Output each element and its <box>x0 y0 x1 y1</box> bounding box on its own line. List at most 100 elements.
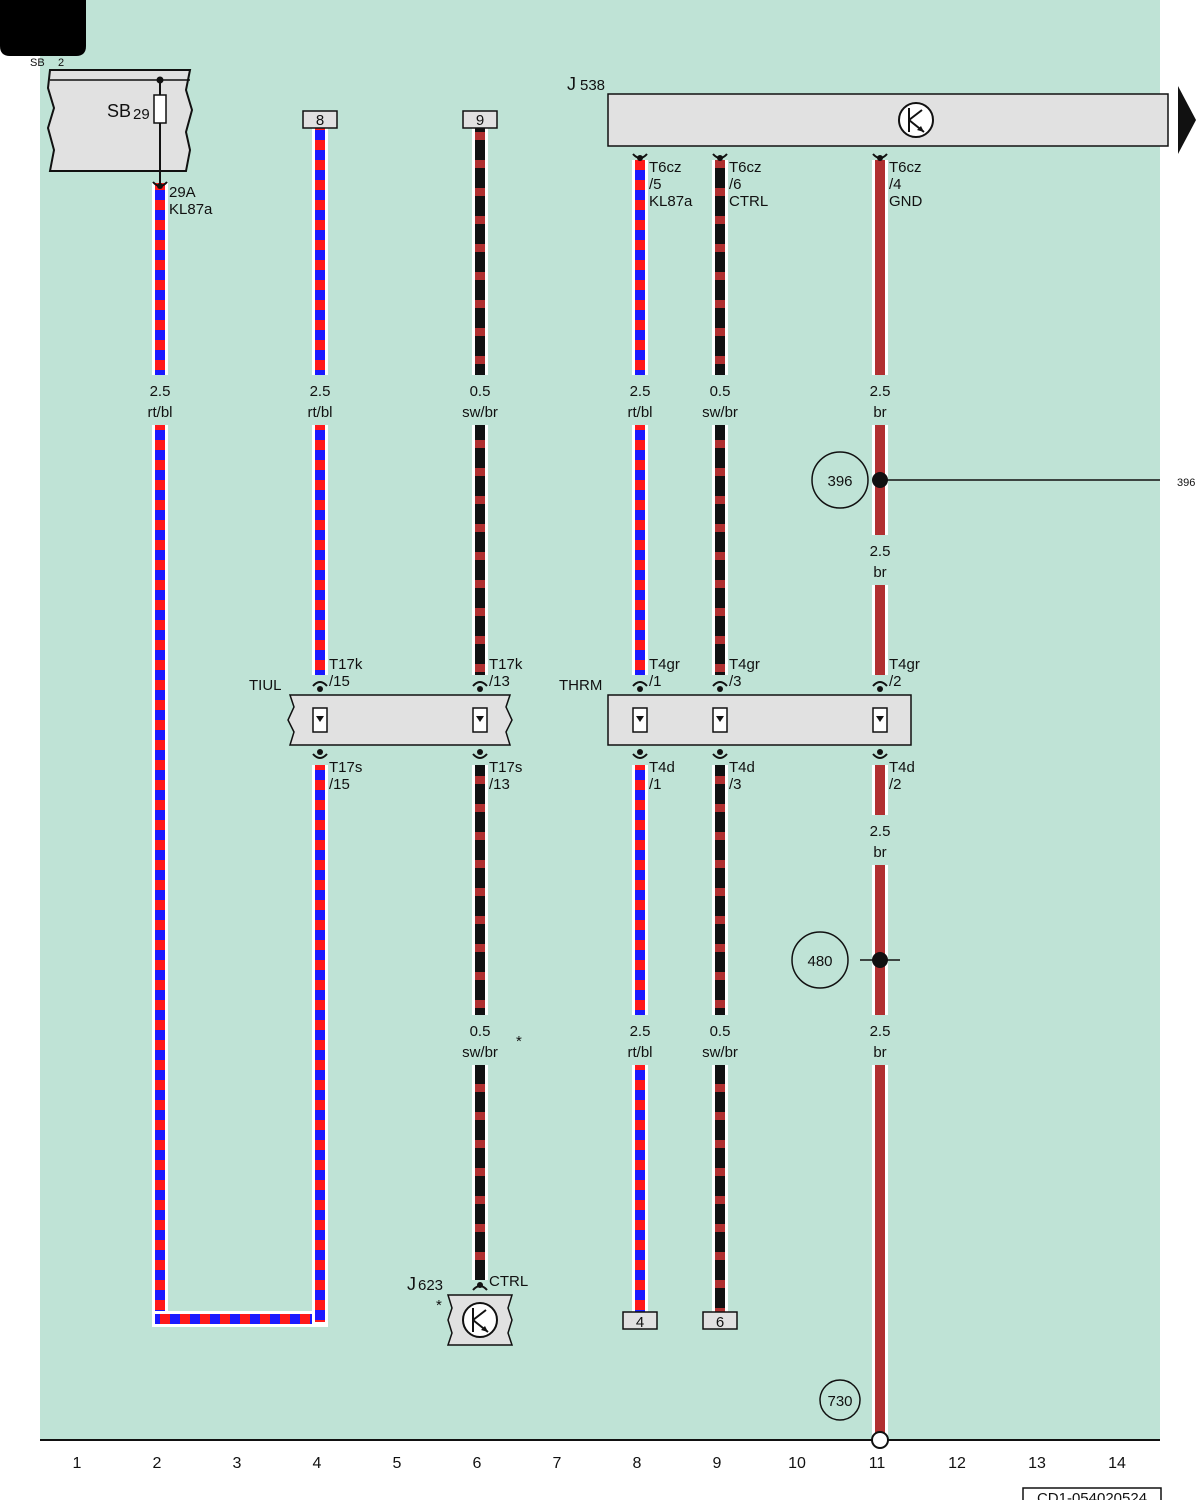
svg-text:8: 8 <box>316 112 324 129</box>
fuse-box-sb: SB 29 <box>46 69 194 185</box>
connector-thrm: THRM <box>559 677 912 746</box>
svg-text:T6cz: T6cz <box>649 159 682 176</box>
column-numbers: 1 2 3 4 5 6 7 8 9 10 11 12 13 14 <box>73 1455 1126 1472</box>
svg-text:T4d: T4d <box>729 759 755 776</box>
module-j623: J 623 * CTRL <box>407 1273 528 1346</box>
svg-text:2.5: 2.5 <box>630 1023 651 1040</box>
module-j623-label: J <box>407 1274 416 1294</box>
svg-text:/3: /3 <box>729 673 742 690</box>
svg-text:T4gr: T4gr <box>649 656 680 673</box>
svg-text:sw/br: sw/br <box>702 1044 738 1061</box>
module-j538-number: 538 <box>580 77 605 94</box>
ref-730: 730 <box>819 1379 861 1421</box>
control-unit-icon <box>462 1302 498 1338</box>
svg-text:T4gr: T4gr <box>889 656 920 673</box>
svg-text:/13: /13 <box>489 673 510 690</box>
connector-thrm-label: THRM <box>559 677 602 694</box>
svg-text:730: 730 <box>827 1393 852 1410</box>
wire-col4 <box>312 128 328 1325</box>
svg-text:2.5: 2.5 <box>870 383 891 400</box>
terminal-9: 9 <box>462 110 498 129</box>
terminal-8: 8 <box>302 110 338 129</box>
wire-col9 <box>712 160 728 1312</box>
svg-text:/2: /2 <box>889 673 902 690</box>
column-number: 2 <box>153 1455 162 1472</box>
svg-text:2.5: 2.5 <box>870 543 891 560</box>
wire-bridge-col2-col4 <box>152 1311 328 1327</box>
wire-label-c8-bot: 2.5 rt/bl <box>627 1023 652 1061</box>
module-j623-note: * <box>436 1297 442 1314</box>
svg-text:0.5: 0.5 <box>710 1023 731 1040</box>
terminal-6: 6 <box>702 1311 738 1331</box>
wire-label-c11-a: 2.5br <box>870 383 891 421</box>
continue-arrow-icon <box>1178 86 1196 154</box>
column-number: 3 <box>233 1455 242 1472</box>
svg-text:T6cz: T6cz <box>889 159 922 176</box>
svg-text:2.5: 2.5 <box>630 383 651 400</box>
wires <box>152 128 888 1435</box>
svg-text:sw/br: sw/br <box>462 1044 498 1061</box>
svg-text:sw/br: sw/br <box>462 404 498 421</box>
module-j538: J 538 <box>567 74 1169 147</box>
svg-text:T4d: T4d <box>889 759 915 776</box>
svg-text:2.5: 2.5 <box>870 823 891 840</box>
svg-text:rt/bl: rt/bl <box>307 404 332 421</box>
svg-text:T4d: T4d <box>649 759 675 776</box>
svg-text:T17k: T17k <box>329 656 363 673</box>
wire-label-c11-b: 2.5br <box>870 543 891 581</box>
fuse-symbol <box>153 94 167 124</box>
pin-tiul-in-13: T17k/13 <box>489 656 523 690</box>
pin-tiul-out-13: T17s/13 <box>489 759 522 793</box>
star-note: * <box>516 1033 522 1050</box>
wire-label-c9-top: 0.5sw/br <box>702 383 738 421</box>
svg-text:/6: /6 <box>729 176 742 193</box>
svg-text:0.5: 0.5 <box>470 383 491 400</box>
pin-j538-6: T6cz /6 CTRL <box>729 159 768 210</box>
svg-text:T6cz: T6cz <box>729 159 762 176</box>
svg-text:2.5: 2.5 <box>870 1023 891 1040</box>
svg-text:/13: /13 <box>489 776 510 793</box>
column-number: 7 <box>553 1455 562 1472</box>
wire-col8 <box>632 160 648 1312</box>
column-number: 5 <box>393 1455 402 1472</box>
svg-text:rt/bl: rt/bl <box>627 1044 652 1061</box>
svg-text:/3: /3 <box>729 776 742 793</box>
fuse-pin-label: 29A <box>169 184 196 201</box>
page-tab-label: SB <box>30 57 45 69</box>
pin-thrm-in-3: T4gr/3 <box>729 656 760 690</box>
svg-text:br: br <box>873 1044 886 1061</box>
column-number: 14 <box>1108 1455 1126 1472</box>
column-number: 8 <box>633 1455 642 1472</box>
svg-text:T4gr: T4gr <box>729 656 760 673</box>
junction-dot <box>872 952 888 968</box>
column-number: 9 <box>713 1455 722 1472</box>
svg-text:KL87a: KL87a <box>649 193 693 210</box>
fuse-signal-label: KL87a <box>169 201 213 218</box>
pin-j538-4: T6cz /4 GND <box>889 159 923 210</box>
connector-tiul: TIUL <box>249 677 513 746</box>
svg-text:396: 396 <box>827 473 852 490</box>
pin-thrm-out-2: T4d/2 <box>889 759 915 793</box>
svg-text:480: 480 <box>807 953 832 970</box>
wire-label-c4: 2.5rt/bl <box>307 383 332 421</box>
wire-label-c8-top: 2.5rt/bl <box>627 383 652 421</box>
fuse-number: 29 <box>133 106 150 123</box>
wire-label-c11-d: 2.5 br <box>870 1023 891 1061</box>
module-j623-number: 623 <box>418 1277 443 1294</box>
svg-text:br: br <box>873 844 886 861</box>
column-number: 12 <box>948 1455 966 1472</box>
wire-col6 <box>472 128 488 1280</box>
svg-text:T17s: T17s <box>489 759 522 776</box>
ref-480: 480 <box>791 931 900 989</box>
fuse-label: SB <box>107 101 131 121</box>
pin-thrm-in-1: T4gr/1 <box>649 656 680 690</box>
svg-text:CD1-054020524: CD1-054020524 <box>1037 1490 1147 1500</box>
pin-thrm-in-2: T4gr/2 <box>889 656 920 690</box>
pin-j538-5: T6cz /5 KL87a <box>649 159 693 210</box>
column-number: 4 <box>313 1455 322 1472</box>
svg-text:/15: /15 <box>329 776 350 793</box>
page-tab-suffix: 2 <box>58 57 64 69</box>
svg-text:0.5: 0.5 <box>470 1023 491 1040</box>
svg-text:/1: /1 <box>649 776 662 793</box>
